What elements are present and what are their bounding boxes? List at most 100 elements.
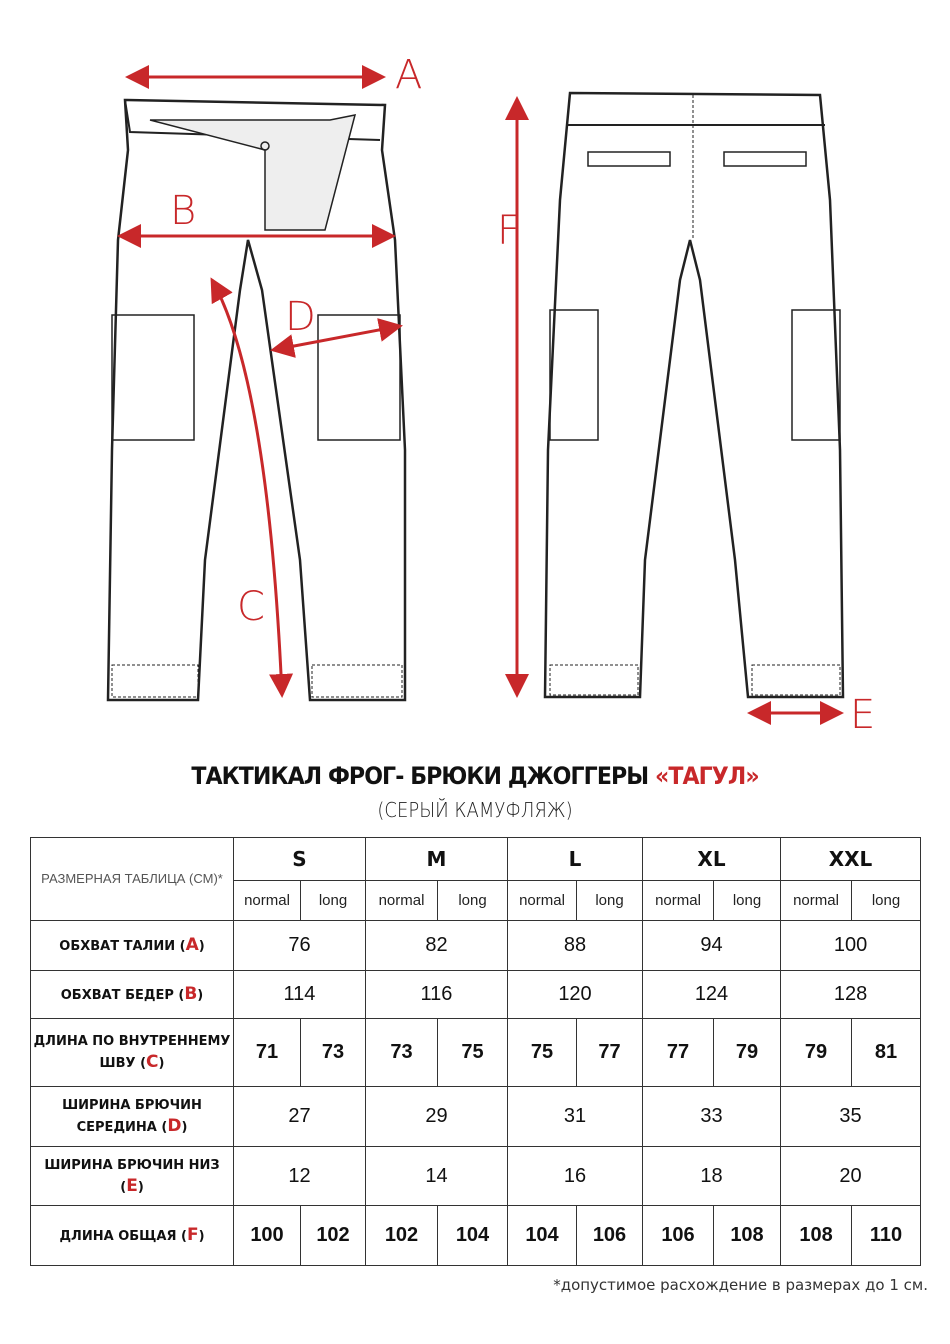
pants-diagram: [106, 65, 845, 725]
row-label-close: ): [181, 1120, 188, 1135]
table-cell: 33: [641, 1086, 782, 1147]
table-cell: 124: [641, 970, 782, 1019]
table-cell: 106: [642, 1205, 714, 1266]
row-label-close: ): [197, 987, 204, 1003]
row-label: ШИРИНА БРЮЧИН НИЗ (E): [30, 1146, 234, 1206]
fit-long: long: [576, 880, 643, 921]
table-cell: 100: [780, 920, 922, 971]
table-cell: 114: [233, 970, 366, 1019]
table-cell: 77: [642, 1018, 714, 1087]
measurement-arrows: [117, 65, 844, 725]
table-cell: 102: [365, 1205, 438, 1266]
table-cell: 29: [365, 1086, 508, 1147]
table-cell: 128: [780, 970, 922, 1019]
fit-long: long: [712, 880, 782, 921]
arrow-c: [210, 277, 294, 698]
table-cell: 106: [576, 1205, 643, 1266]
table-cell: 79: [712, 1018, 782, 1087]
subtitle: (СЕРЫЙ КАМУФЛЯЖ): [377, 798, 573, 822]
row-label-close: ): [198, 938, 205, 954]
table-cell: 76: [233, 920, 366, 971]
row-label-close: ): [198, 1228, 205, 1244]
row-label: ОБХВАТ БЕДЕР (B): [30, 970, 234, 1019]
size-s: S: [233, 837, 366, 881]
fit-long: long: [851, 880, 922, 921]
label-a: A: [395, 52, 423, 98]
table-cell: 27: [233, 1086, 366, 1147]
row-label: ОБХВАТ ТАЛИИ (А): [30, 920, 234, 971]
label-e: E: [850, 692, 876, 738]
row-label-letter: D: [167, 1116, 182, 1136]
table-cell: 18: [641, 1146, 782, 1206]
fit-normal: normal: [365, 880, 438, 921]
table-cell: 108: [712, 1205, 782, 1266]
table-cell: 100: [233, 1205, 301, 1266]
label-d: D: [285, 294, 316, 340]
table-cell: 82: [365, 920, 508, 971]
table-cell: 16: [507, 1146, 643, 1206]
label-b: B: [170, 188, 197, 234]
table-cell: 75: [507, 1018, 577, 1087]
table-cell: 102: [300, 1205, 366, 1266]
table-cell: 108: [780, 1205, 853, 1266]
row-label-text: ОБХВАТ ТАЛИИ (: [59, 938, 186, 954]
fit-normal: normal: [642, 880, 714, 921]
row-label-letter: B: [184, 983, 198, 1004]
arrow-d: [270, 318, 403, 358]
size-xl: XL: [641, 837, 782, 881]
fit-long: long: [437, 880, 508, 921]
size-m: M: [365, 837, 508, 881]
table-cell: 79: [780, 1018, 853, 1087]
row-label: ДЛИНА ПО ВНУТРЕННЕМУ ШВУ (C): [30, 1018, 234, 1087]
row-label-close: ): [158, 1056, 165, 1071]
fit-normal: normal: [780, 880, 853, 921]
row-label-letter: А: [185, 934, 199, 955]
fit-long: long: [300, 880, 366, 921]
table-cell: 116: [365, 970, 508, 1019]
table-cell: 104: [507, 1205, 577, 1266]
back-pants-outline: [543, 91, 845, 699]
size-l: L: [507, 837, 643, 881]
table-cell: 14: [365, 1146, 508, 1206]
table-cell: 31: [507, 1086, 643, 1147]
page-title: ТАКТИКАЛ ФРОГ- БРЮКИ ДЖОГГЕРЫ «ТАГУЛ»: [38, 762, 912, 790]
row-label-letter: E: [126, 1175, 138, 1196]
table-cell: 81: [851, 1018, 922, 1087]
row-label-close: ): [137, 1179, 144, 1195]
row-label-text: ШИРИНА БРЮЧИН НИЗ (: [44, 1157, 220, 1195]
table-cell: 110: [851, 1205, 922, 1266]
table-cell: 73: [300, 1018, 366, 1087]
table-cell: 88: [507, 920, 643, 971]
table-cell: 75: [437, 1018, 508, 1087]
table-cell: 120: [507, 970, 643, 1019]
row-label-letter: C: [146, 1052, 159, 1072]
row-label-letter: F: [186, 1224, 199, 1245]
product-name: «ТАГУЛ»: [654, 762, 760, 790]
table-corner-label: РАЗМЕРНАЯ ТАБЛИЦА (СМ)*: [30, 837, 234, 921]
table-cell: 20: [780, 1146, 922, 1206]
table-cell: 71: [233, 1018, 301, 1087]
row-label: ДЛИНА ОБЩАЯ (F): [30, 1205, 234, 1266]
title-text: ТАКТИКАЛ ФРОГ- БРЮКИ ДЖОГГЕРЫ: [191, 762, 655, 790]
table-cell: 77: [576, 1018, 643, 1087]
label-c: C: [237, 584, 265, 630]
table-cell: 73: [365, 1018, 438, 1087]
table-cell: 104: [437, 1205, 508, 1266]
size-xxl: XXL: [780, 837, 922, 881]
row-label: ШИРИНА БРЮЧИН СЕРЕДИНА (D): [30, 1086, 234, 1147]
fit-normal: normal: [233, 880, 301, 921]
row-label-text: ДЛИНА ОБЩАЯ (: [59, 1228, 187, 1244]
row-label-text: ДЛИНА ПО ВНУТРЕННЕМУ ШВУ (: [33, 1034, 231, 1071]
label-f: F: [497, 208, 521, 254]
fit-normal: normal: [507, 880, 577, 921]
row-label-text: ОБХВАТ БЕДЕР (: [60, 987, 185, 1003]
table-cell: 12: [233, 1146, 366, 1206]
